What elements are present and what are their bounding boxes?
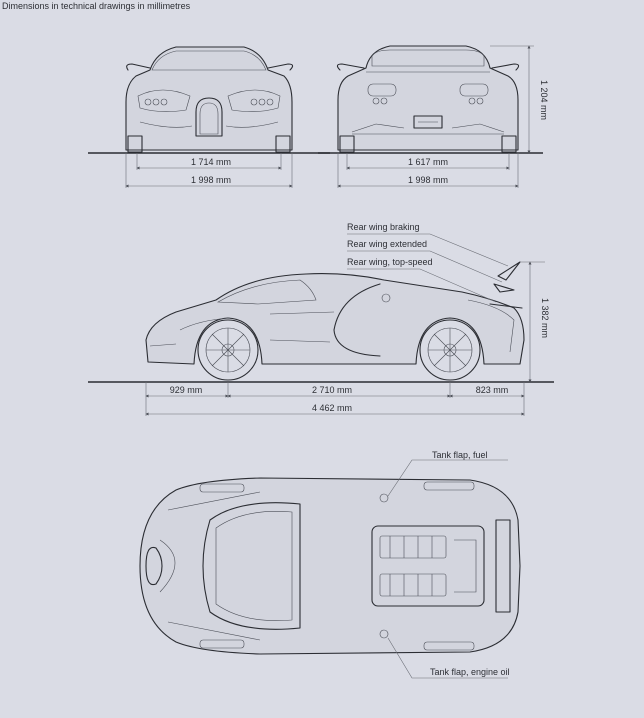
front-view: 1 714 mm 1 998 mm (88, 46, 330, 188)
side-door-lines (269, 311, 335, 343)
engine-intake (454, 539, 477, 593)
front-grille-inner (199, 102, 219, 135)
front-mirror-right (267, 63, 294, 71)
front-lamp (250, 98, 258, 106)
front-lamp (144, 98, 152, 106)
top-nose (145, 546, 163, 586)
rear-lamp (380, 97, 388, 105)
side-front-spokes (206, 328, 250, 372)
top-rear-wing (495, 519, 511, 613)
leader-fuel-flap (387, 459, 508, 497)
rear-view: 1 617 mm 1 998 mm 1 204 mm (318, 45, 549, 188)
top-rear-wheel-right (423, 641, 475, 651)
top-hood-line (159, 539, 176, 593)
front-headlight-left (137, 89, 191, 112)
leader-wing-extended (347, 250, 503, 283)
rear-tyre-right (501, 135, 517, 153)
rear-tyre-left (339, 135, 355, 153)
rear-diffuser (351, 123, 505, 133)
front-lamp (160, 98, 168, 106)
engine-bank-lower (379, 573, 447, 597)
side-front-wheel (197, 319, 259, 381)
side-height-label: 1 382 mm (540, 298, 550, 338)
front-intakes (139, 121, 279, 128)
front-width-label: 1 998 mm (191, 175, 231, 185)
top-front-fenders (167, 491, 261, 641)
rear-overhang-label: 823 mm (476, 385, 509, 395)
side-rear-wheel (419, 319, 481, 381)
top-front-wheel-left (199, 483, 245, 493)
rear-taillight-left (367, 83, 397, 97)
leader-wing-top-speed (347, 268, 497, 303)
rear-exhaust (413, 115, 443, 129)
front-track-label: 1 714 mm (191, 157, 231, 167)
rear-lamp (468, 97, 476, 105)
front-overhang-label: 929 mm (170, 385, 203, 395)
oil-flap-label: Tank flap, engine oil (430, 667, 510, 677)
callout-wing-braking: Rear wing braking (347, 222, 420, 232)
rear-engine-cover (371, 49, 485, 67)
top-roof (215, 511, 293, 621)
front-lamp (152, 98, 160, 106)
leader-wing-braking (347, 233, 509, 267)
top-front-wheel-right (199, 639, 245, 649)
page-title: Dimensions in technical drawings in mill… (2, 1, 191, 11)
top-engine-bay (371, 525, 485, 607)
fuel-flap-icon (379, 493, 389, 503)
callout-wing-top-speed: Rear wing, top-speed (347, 257, 433, 267)
front-mirror-left (126, 63, 151, 71)
top-view: Tank flap, fuel Tank flap, engine oil (139, 450, 521, 679)
front-tyre-left (127, 135, 143, 153)
rear-track-label: 1 617 mm (408, 157, 448, 167)
overall-length-label: 4 462 mm (312, 403, 352, 413)
engine-bank-upper (379, 535, 447, 559)
front-windshield (151, 50, 267, 71)
rear-height-label: 1 204 mm (539, 80, 549, 120)
front-headlight-right (227, 89, 281, 112)
fuel-flap-label: Tank flap, fuel (432, 450, 488, 460)
wing-extended (493, 283, 515, 293)
leader-oil-flap (387, 637, 508, 679)
rear-body (337, 45, 519, 151)
front-grille (195, 97, 223, 137)
side-front-lines (149, 317, 231, 347)
side-fuel-cap (381, 293, 391, 303)
side-view: Rear wing braking Rear wing extended Rea… (88, 222, 554, 416)
wing-braking (497, 261, 521, 281)
side-body (145, 273, 525, 365)
side-c-line (333, 283, 381, 357)
front-lamp (258, 98, 266, 106)
rear-width-label: 1 998 mm (408, 175, 448, 185)
rear-lamp (476, 97, 484, 105)
oil-flap-icon (379, 629, 389, 639)
rear-lamp (372, 97, 380, 105)
wing-top-speed (489, 303, 523, 309)
rear-mirror-left (336, 63, 365, 71)
wheelbase-label: 2 710 mm (312, 385, 352, 395)
front-lamp (266, 98, 274, 106)
side-window (216, 279, 317, 305)
side-rear-spokes (428, 328, 472, 372)
front-tyre-right (275, 135, 291, 153)
top-body (139, 477, 521, 655)
rear-mirror-right (491, 63, 520, 71)
top-rear-wheel-left (423, 481, 475, 491)
rear-taillight-right (459, 83, 489, 97)
side-rear-lines (467, 299, 515, 353)
callout-wing-extended: Rear wing extended (347, 239, 427, 249)
top-cabin (202, 502, 301, 630)
